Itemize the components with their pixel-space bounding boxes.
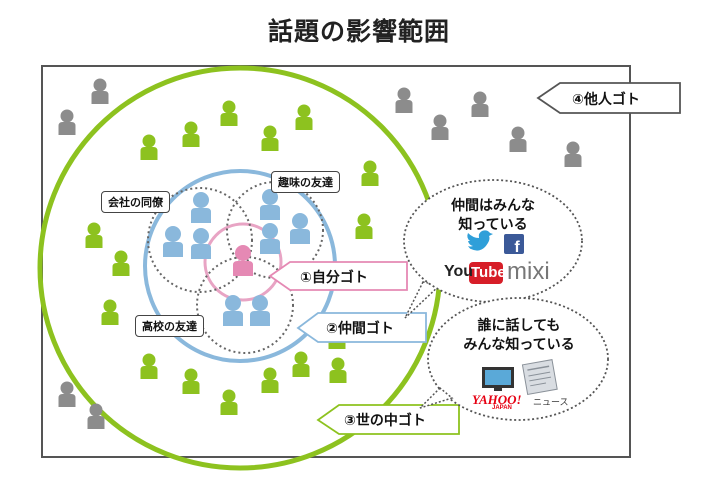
peers-bubble-line2: 知っている: [458, 217, 528, 233]
twitter-icon: [467, 230, 493, 251]
facebook-icon: f: [504, 234, 524, 256]
society-bubble-text: 誰に話しても みんな知っている: [440, 317, 598, 355]
peers-label: ②仲間ゴト: [326, 321, 394, 337]
society-bubble: [427, 297, 609, 421]
diagram-title: 話題の影響範囲: [267, 17, 450, 46]
others-label: ④他人ゴト: [572, 92, 640, 108]
hobby-friends-label: 趣味の友達: [271, 171, 340, 193]
news-logo: ニュース: [533, 398, 569, 408]
yahoo-logo: YAHOO!: [472, 392, 522, 407]
peers-bubble-line1: 仲間はみんな: [451, 198, 535, 214]
society-bubble-line1: 誰に話しても: [477, 318, 561, 334]
tv-icon: [482, 367, 514, 391]
society-label: ③世の中ゴト: [344, 413, 426, 429]
colleagues-label: 会社の同僚: [101, 191, 170, 213]
society-bubble-line2: みんな知っている: [463, 337, 575, 353]
newspaper-icon: [521, 359, 558, 395]
svg-text:f: f: [514, 239, 520, 256]
society-callout-shape: [316, 404, 460, 435]
youtube-you-logo: You: [444, 263, 474, 280]
colleagues-group-circle: [147, 187, 253, 293]
youtube-tube-box: [469, 262, 503, 284]
peers-callout-shape: [296, 312, 427, 343]
self-person: [233, 245, 253, 276]
school-friends-label: 高校の友達: [135, 315, 204, 337]
peers-bubble-text: 仲間はみんな 知っている: [423, 197, 563, 235]
mixi-logo: mixi: [507, 258, 550, 285]
others-callout-shape: [536, 82, 681, 114]
self-ring: [203, 222, 283, 302]
society-bubble-tail: [419, 386, 454, 409]
yahoo-japan-logo: JAPAN: [492, 405, 512, 411]
youtube-tube-logo: Tube: [471, 264, 506, 281]
self-callout-shape: [268, 261, 408, 291]
self-label: ①自分ゴト: [300, 270, 368, 286]
